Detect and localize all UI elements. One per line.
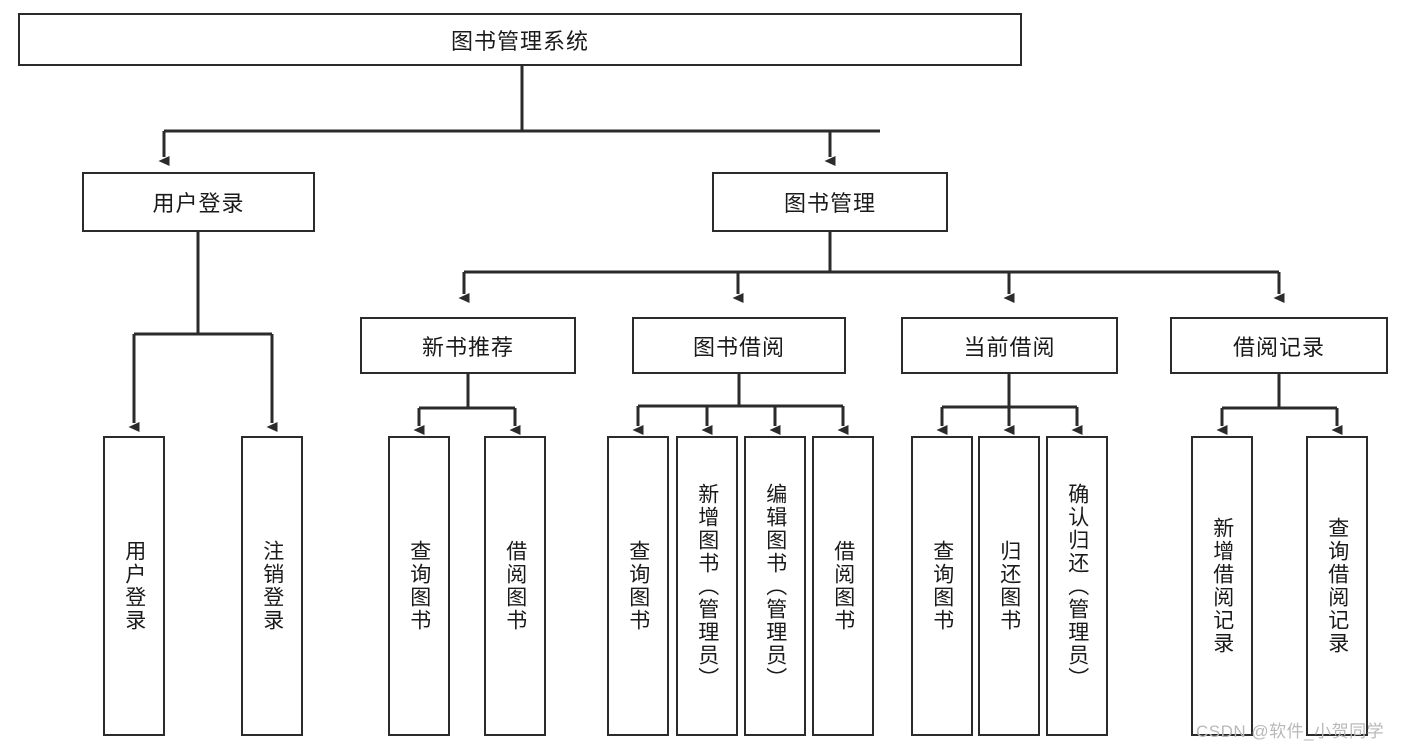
node-label: 新增借阅记录 <box>1210 517 1234 655</box>
node-label: 查询图书 <box>930 540 954 632</box>
node-label: 图书管理系统 <box>450 28 589 54</box>
node-label: 图书管理 <box>783 191 876 216</box>
node-label: 注销登录 <box>260 540 284 632</box>
watermark: CSDN @软件_小贺同学 <box>1196 722 1385 741</box>
node-user-login[interactable]: 用户登录 <box>82 172 315 232</box>
node-label: 当前借阅 <box>963 334 1056 360</box>
node-borrow-record[interactable]: 借阅记录 <box>1170 317 1388 374</box>
node-label: 归还图书 <box>997 540 1021 632</box>
leaf-recommend-borrow-book[interactable]: 借阅图书 <box>484 436 546 736</box>
leaf-record-add-record[interactable]: 新增借阅记录 <box>1191 436 1253 736</box>
node-label: 借阅图书 <box>831 540 855 632</box>
node-current-borrow[interactable]: 当前借阅 <box>901 317 1118 374</box>
node-label: 查询图书 <box>407 540 431 632</box>
node-label: 新书推荐 <box>421 334 514 360</box>
node-label: 确认归还（管理员） <box>1065 482 1089 690</box>
leaf-user-login-logout[interactable]: 注销登录 <box>241 436 303 736</box>
node-label: 图书借阅 <box>692 334 785 360</box>
node-new-book-recommend[interactable]: 新书推荐 <box>360 317 576 374</box>
node-label: 借阅图书 <box>503 540 527 632</box>
leaf-record-query-record[interactable]: 查询借阅记录 <box>1306 436 1368 736</box>
node-root-system[interactable]: 图书管理系统 <box>18 13 1022 66</box>
leaf-user-login-login[interactable]: 用户登录 <box>103 436 165 736</box>
node-book-borrow[interactable]: 图书借阅 <box>632 317 846 374</box>
leaf-borrow-query-book[interactable]: 查询图书 <box>607 436 669 736</box>
node-label: 编辑图书（管理员） <box>763 482 787 690</box>
node-book-management[interactable]: 图书管理 <box>712 172 948 232</box>
node-label: 查询借阅记录 <box>1325 517 1349 655</box>
leaf-borrow-edit-book-admin[interactable]: 编辑图书（管理员） <box>744 436 806 736</box>
node-label: 用户登录 <box>152 191 245 216</box>
node-label: 借阅记录 <box>1232 334 1325 360</box>
leaf-current-query-book[interactable]: 查询图书 <box>911 436 973 736</box>
node-label: 用户登录 <box>122 540 146 632</box>
leaf-current-return-book[interactable]: 归还图书 <box>978 436 1040 736</box>
leaf-borrow-borrow-book[interactable]: 借阅图书 <box>812 436 874 736</box>
node-label: 查询图书 <box>626 540 650 632</box>
node-label: 新增图书（管理员） <box>695 482 719 690</box>
leaf-borrow-add-book-admin[interactable]: 新增图书（管理员） <box>676 436 738 736</box>
leaf-current-confirm-return-admin[interactable]: 确认归还（管理员） <box>1046 436 1108 736</box>
leaf-recommend-query-book[interactable]: 查询图书 <box>388 436 450 736</box>
